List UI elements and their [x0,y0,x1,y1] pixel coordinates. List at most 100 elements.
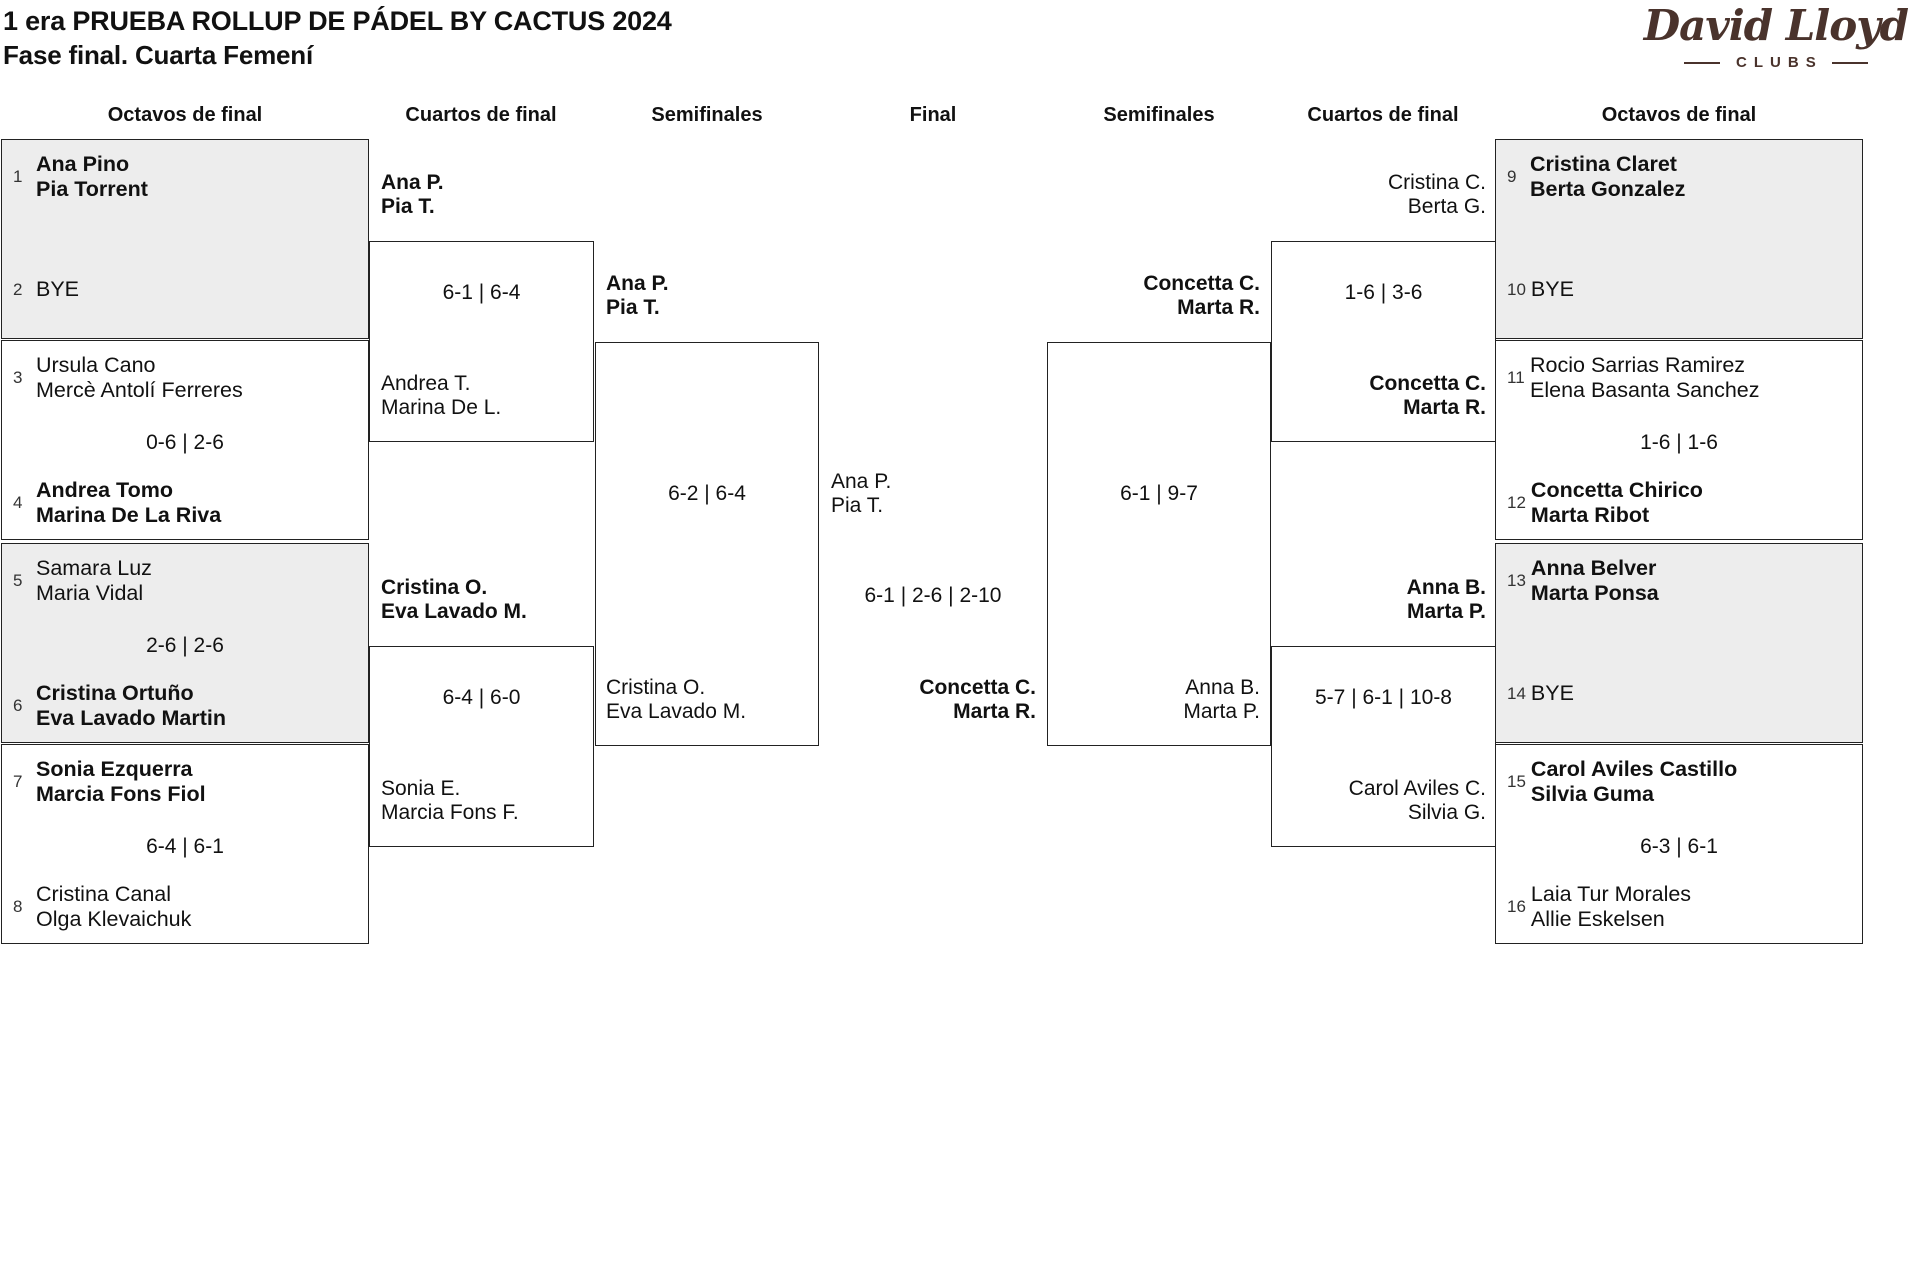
page-subtitle: Fase final. Cuarta Femení [3,40,313,70]
qf-connector-box-right-0 [1271,241,1496,442]
team-abbrev-name: Eva Lavado M. [381,600,527,623]
player-name: Eva Lavado Martin [36,706,226,730]
page-title: 1 era PRUEBA ROLLUP DE PÁDEL BY CACTUS 2… [3,6,672,36]
seed-number: 13 [1507,571,1526,590]
player-name: Ursula Cano [36,353,156,377]
sf-team-label: Ana P.Pia T. [606,272,669,320]
team-abbrev-name: Carol Aviles C. [1348,777,1486,800]
player-name: Samara Luz [36,556,152,580]
qf-connector-box-left-0 [369,241,594,442]
player-name: Allie Eskelsen [1530,907,1665,931]
seed-number: 8 [13,897,23,916]
team-names: BYE [1531,277,1574,302]
team-abbrev-name: Marta R. [953,700,1036,723]
david-lloyd-logo: David Lloyd CLUBS [1643,1,1909,72]
player-name: Mercè Antolí Ferreres [36,378,243,402]
team-abbrev-name: Silvia G. [1407,801,1486,824]
match-score: 1-6 | 1-6 [1640,431,1718,454]
qf-team-label: Ana P.Pia T. [381,171,444,219]
player-name: Cristina Claret [1530,152,1677,176]
sf-connector-box-right [1047,342,1271,746]
qf-score: 1-6 | 3-6 [1344,281,1423,304]
team-abbrev-name: Marina De L. [381,396,502,419]
qf-score: 5-7 | 6-1 | 10-8 [1315,686,1452,709]
team-abbrev-name: Ana P. [381,171,444,194]
player-name: Sonia Ezquerra [36,757,193,781]
qf-connector-box-right-1 [1271,646,1496,847]
sf-team-label: Cristina O.Eva Lavado M. [606,676,746,724]
match-score: 6-4 | 6-1 [146,835,224,858]
sf-connector-box-left [595,342,819,746]
team-abbrev-name: Pia T. [381,195,435,218]
player-name: Maria Vidal [36,581,144,605]
player-name: BYE [1530,681,1574,705]
seed-number: 4 [13,493,23,512]
sf-score: 6-1 | 9-7 [1120,482,1198,505]
qf-connector-box-left-1 [369,646,594,847]
team-abbrev-name: Andrea T. [381,372,471,395]
seed-number: 14 [1507,683,1526,703]
round-header-6: Octavos de final [1601,104,1757,126]
team-names: BYE [1531,681,1574,706]
player-name: Berta Gonzalez [1530,177,1686,201]
team-abbrev-name: Concetta C. [1369,372,1486,395]
team-abbrev-name: Concetta C. [1143,272,1260,295]
seed-number: 2 [13,279,23,299]
player-name: Marcia Fons Fiol [36,782,206,806]
team-abbrev-name: Marta P. [1183,700,1260,723]
player-name: BYE [36,277,80,301]
team-abbrev-name: Anna B. [1406,576,1486,599]
round-header-3: Final [909,104,957,126]
team-abbrev-name: Concetta C. [919,676,1036,699]
logo-rule-right [1831,61,1868,64]
round-header-0: Octavos de final [107,104,263,126]
match-score: 2-6 | 2-6 [146,634,224,657]
logo-brand-text: David Lloyd [1643,1,1909,50]
player-name: Marta Ponsa [1530,581,1659,605]
player-name: Marina De La Riva [36,503,222,527]
logo-rule-left [1684,61,1721,64]
seed-number: 1 [13,167,23,186]
seed-number: 5 [13,571,23,590]
team-abbrev-name: Marta R. [1403,396,1486,419]
player-name: Laia Tur Morales [1530,882,1692,906]
seed-number: 11 [1507,368,1525,387]
player-name: Cristina Canal [36,882,172,906]
player-name: Concetta Chirico [1530,478,1703,502]
sf-score: 6-2 | 6-4 [668,482,746,505]
player-name: Rocio Sarrias Ramirez [1530,353,1746,377]
team-abbrev-name: Ana P. [831,470,892,493]
team-abbrev-name: Cristina O. [381,576,488,599]
qf-team-label: Cristina O.Eva Lavado M. [381,576,527,624]
team-abbrev-name: Marta P. [1407,600,1486,623]
player-name: Marta Ribot [1530,503,1650,527]
qf-team-label: Andrea T.Marina De L. [381,372,501,420]
seed-number: 12 [1507,493,1526,512]
pair-row-seed-2: 2 BYE [2,277,368,302]
seed-number: 16 [1507,897,1526,916]
team-abbrev-name: Anna B. [1185,676,1260,699]
